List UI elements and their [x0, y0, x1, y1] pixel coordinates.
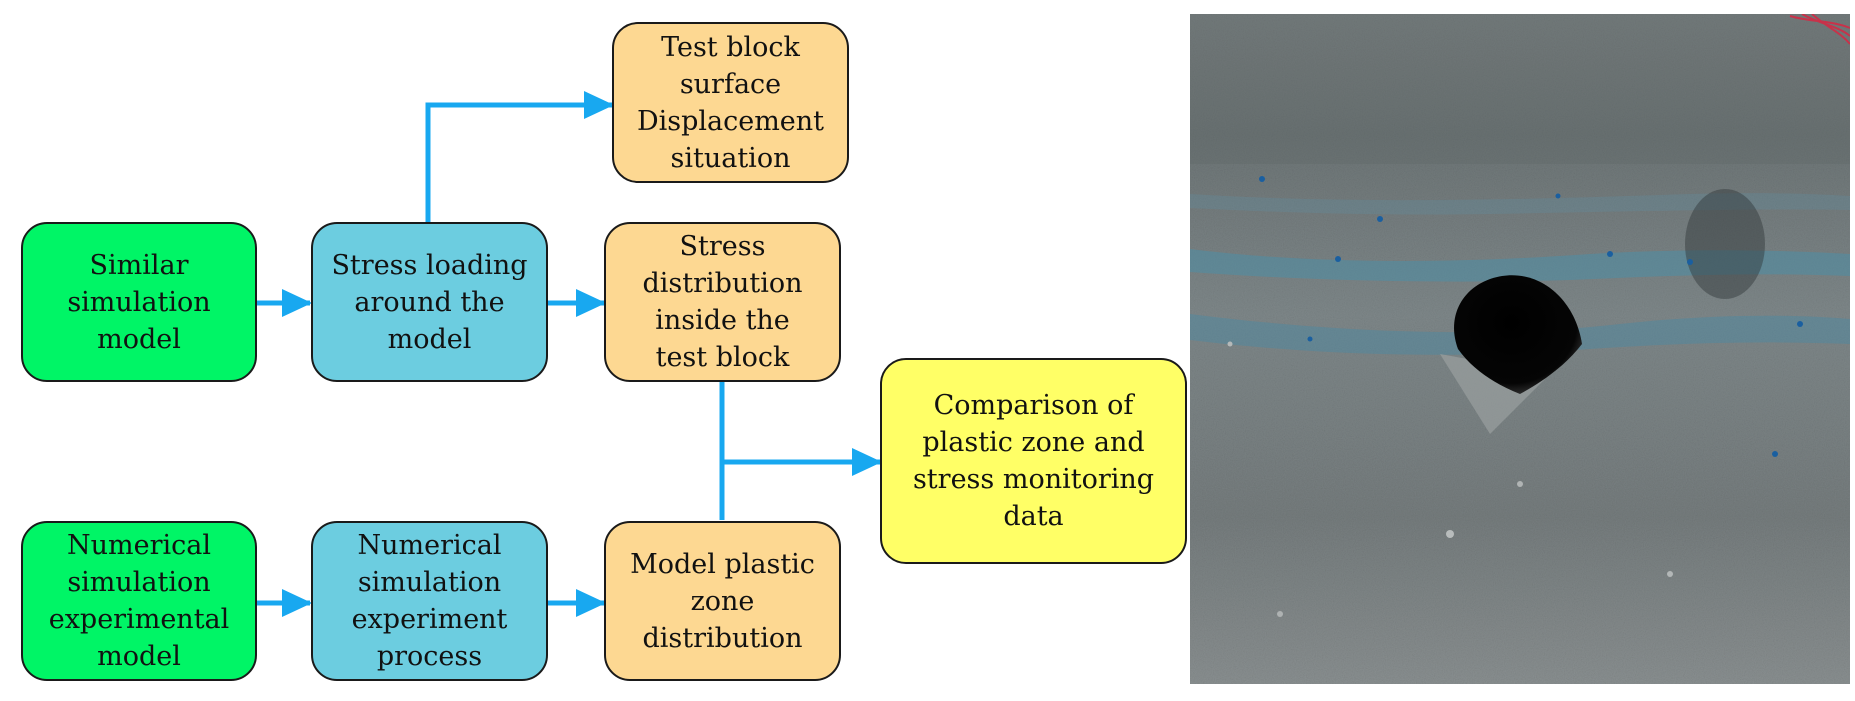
arrow-loading-to-surface: [425, 91, 614, 222]
node-stress-loading: Stress loading around the model: [311, 222, 548, 382]
test-block-photo: [1190, 14, 1850, 684]
node-comparison-label: Comparison of plastic zone and stress mo…: [912, 390, 1155, 532]
node-surface-displacement-label: Test block surface Displacement situatio…: [636, 31, 825, 174]
node-stress-loading-label: Stress loading around the model: [331, 249, 528, 355]
node-similar-simulation-model: Similar simulation model: [21, 222, 257, 382]
node-plastic-zone-distribution: Model plastic zone distribution: [604, 521, 841, 681]
node-numerical-experiment-process-label: Numerical simulation experiment process: [351, 530, 508, 672]
node-stress-distribution: Stress distribution inside the test bloc…: [604, 222, 841, 382]
node-numerical-experiment-process: Numerical simulation experiment process: [311, 521, 548, 681]
node-numerical-experimental-model: Numerical simulation experimental model: [21, 521, 257, 681]
node-surface-displacement: Test block surface Displacement situatio…: [612, 22, 849, 183]
node-comparison: Comparison of plastic zone and stress mo…: [880, 358, 1187, 564]
flow-connectors: [257, 91, 882, 617]
node-plastic-zone-distribution-label: Model plastic zone distribution: [630, 548, 815, 654]
node-stress-distribution-label: Stress distribution inside the test bloc…: [642, 231, 803, 373]
node-similar-simulation-model-label: Similar simulation model: [67, 249, 211, 355]
node-numerical-experimental-model-label: Numerical simulation experimental model: [48, 530, 230, 672]
